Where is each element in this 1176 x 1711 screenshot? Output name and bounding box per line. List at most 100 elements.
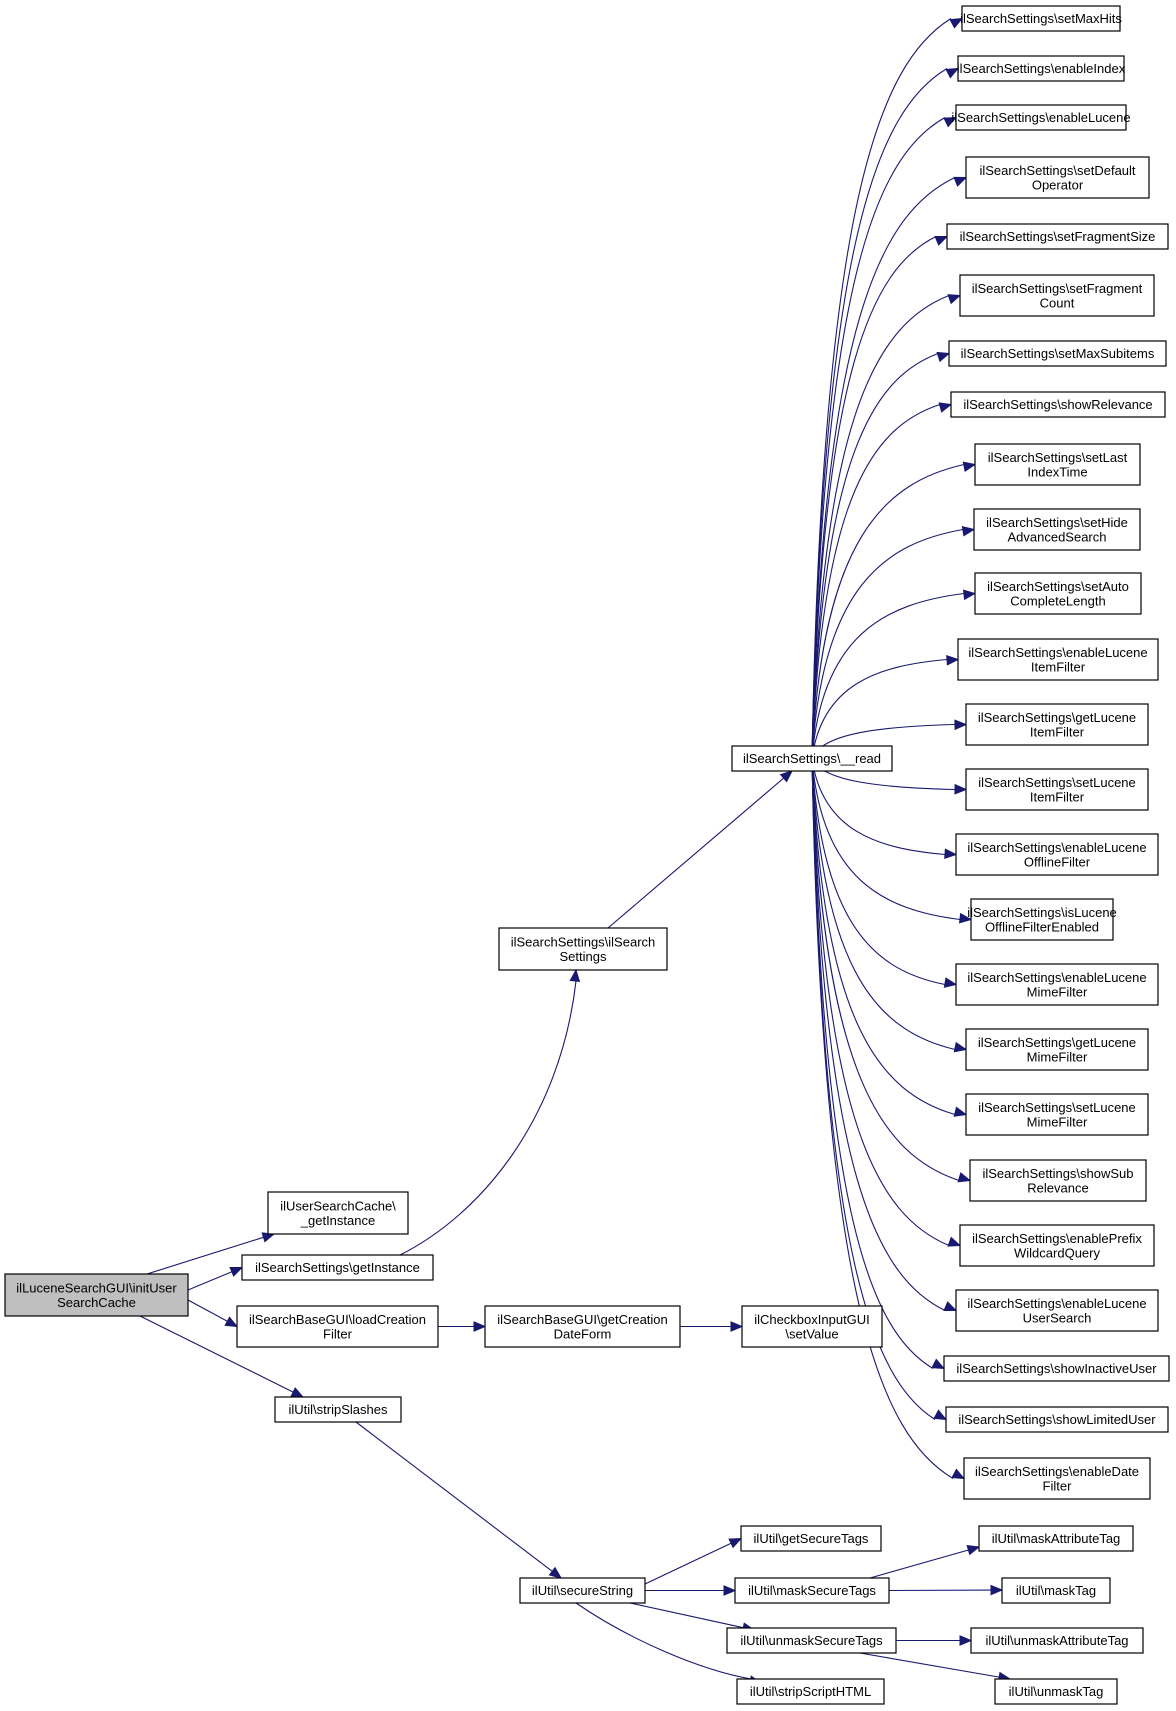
node-s21[interactable]: ilSearchSettings\enablePrefixWildcardQue…: [959, 1224, 1155, 1267]
node-s03-box: [955, 104, 1127, 131]
edge-util_strip-to-util_secure-arrowhead: [548, 1566, 563, 1579]
node-sbg_getCreation-label: DateForm: [554, 1326, 612, 1341]
node-s05[interactable]: ilSearchSettings\setFragmentSize: [946, 223, 1169, 250]
node-ss_ctor[interactable]: ilSearchSettings\ilSearchSettings: [498, 927, 668, 971]
node-root-label: SearchCache: [57, 1295, 136, 1310]
node-u_unmaskAttributeTag[interactable]: ilUtil\unmaskAttributeTag: [970, 1627, 1144, 1654]
node-s19-label: ilSearchSettings\setLucene: [978, 1100, 1136, 1115]
node-cb_setValue-label: ilCheckboxInputGUI: [754, 1312, 870, 1327]
edge-ss_read-to-s05-arrowhead: [934, 235, 949, 246]
node-s02[interactable]: ilSearchSettings\enableIndex: [957, 55, 1126, 82]
edge-ss_read-to-s03: [811, 117, 946, 759]
edge-root-to-sbg_loadCreation-arrowhead: [224, 1316, 239, 1328]
node-util_strip[interactable]: ilUtil\stripSlashes: [274, 1396, 402, 1423]
node-s13-box: [965, 703, 1149, 746]
edge-ss_read-to-s16: [811, 758, 961, 921]
edge-ss_read-to-s05: [811, 236, 937, 759]
node-s24[interactable]: ilSearchSettings\showLimitedUser: [945, 1406, 1169, 1433]
node-u_maskAttributeTag[interactable]: ilUtil\maskAttributeTag: [978, 1525, 1134, 1552]
node-s15[interactable]: ilSearchSettings\enableLuceneOfflineFilt…: [955, 833, 1159, 876]
edge-ss_read-to-s08: [811, 403, 941, 759]
edge-ss_read-to-s01: [811, 18, 952, 759]
node-u_getSecureTags-box: [740, 1525, 882, 1552]
node-ss_getInstance[interactable]: ilSearchSettings\getInstance: [241, 1254, 434, 1281]
node-s02-box: [957, 55, 1125, 82]
node-s12-label: ItemFilter: [1031, 659, 1086, 674]
node-s17-label: MimeFilter: [1027, 984, 1088, 999]
node-s01[interactable]: ilSearchSettings\setMaxHits: [960, 5, 1122, 32]
node-s16[interactable]: ilSearchSettings\isLuceneOfflineFilterEn…: [967, 898, 1117, 941]
edge-root-to-sbg_loadCreation: [187, 1299, 228, 1322]
node-util_secure-label: ilUtil\secureString: [532, 1583, 633, 1598]
edge-util_secure-to-u_unmaskSecureTags: [629, 1602, 744, 1629]
node-s07-label: ilSearchSettings\setMaxSubitems: [961, 346, 1155, 361]
edge-ss_read-to-s03-arrowhead: [943, 116, 958, 128]
node-s24-box: [945, 1406, 1169, 1433]
node-u_maskSecureTags-box: [734, 1577, 890, 1604]
node-cb_setValue[interactable]: ilCheckboxInputGUI\setValue: [741, 1305, 883, 1348]
node-u_getSecureTags[interactable]: ilUtil\getSecureTags: [740, 1525, 882, 1552]
node-s20-label: ilSearchSettings\showSub: [982, 1166, 1133, 1181]
node-s23[interactable]: ilSearchSettings\showInactiveUser: [943, 1355, 1170, 1382]
edge-ss_read-to-s21: [811, 758, 950, 1247]
node-s01-label: ilSearchSettings\setMaxHits: [960, 11, 1122, 26]
node-util_strip-label: ilUtil\stripSlashes: [289, 1402, 388, 1417]
node-s21-label: ilSearchSettings\enablePrefix: [972, 1231, 1142, 1246]
node-s03-label: ilSearchSettings\enableLucene: [951, 110, 1130, 125]
node-ss_ctor-label: Settings: [560, 949, 607, 964]
node-u_unmaskAttributeTag-box: [970, 1627, 1144, 1654]
node-ss_getInstance-label: ilSearchSettings\getInstance: [255, 1260, 420, 1275]
node-s07[interactable]: ilSearchSettings\setMaxSubitems: [948, 340, 1167, 367]
node-s16-label: ilSearchSettings\isLucene: [967, 905, 1117, 920]
node-u_unmaskSecureTags[interactable]: ilUtil\unmaskSecureTags: [726, 1627, 897, 1654]
node-u_maskTag-box: [1001, 1577, 1111, 1604]
node-util_secure[interactable]: ilUtil\secureString: [519, 1577, 646, 1604]
edge-ss_read-to-s14-arrowhead: [954, 783, 968, 795]
edge-root-to-ss_getInstance: [187, 1271, 233, 1291]
node-u_maskTag[interactable]: ilUtil\maskTag: [1001, 1577, 1111, 1604]
node-s06-box: [959, 274, 1155, 317]
node-s24-label: ilSearchSettings\showLimitedUser: [958, 1412, 1156, 1427]
edge-ss_read-to-s17: [811, 758, 946, 986]
edge-ss_read-to-s08-arrowhead: [938, 402, 953, 413]
node-u_stripScriptHTML[interactable]: ilUtil\stripScriptHTML: [736, 1678, 885, 1705]
edge-ss_read-to-s20-arrowhead: [957, 1172, 972, 1183]
node-s21-label: WildcardQuery: [1014, 1245, 1100, 1260]
edge-root-to-usc_getInstance: [146, 1236, 264, 1275]
node-s03[interactable]: ilSearchSettings\enableLucene: [951, 104, 1131, 131]
edge-ss_read-to-s18: [811, 758, 956, 1051]
edge-ss_read-to-s16-arrowhead: [958, 912, 973, 924]
edge-util_strip-to-util_secure: [355, 1421, 553, 1572]
edge-ss_read-to-s24-arrowhead: [933, 1409, 948, 1421]
node-s25-label: ilSearchSettings\enableDate: [975, 1464, 1139, 1479]
node-s13-label: ItemFilter: [1030, 724, 1085, 739]
call-edges: [139, 17, 1012, 1686]
node-s08[interactable]: ilSearchSettings\showRelevance: [950, 391, 1166, 418]
node-u_maskSecureTags[interactable]: ilUtil\maskSecureTags: [734, 1577, 890, 1604]
node-ss_getInstance-box: [241, 1254, 434, 1281]
node-s04-label: Operator: [1032, 177, 1084, 192]
edge-ss_read-to-s19: [811, 758, 956, 1116]
node-ss_read[interactable]: ilSearchSettings\__read: [731, 745, 893, 772]
node-usc_getInstance[interactable]: ilUserSearchCache\_getInstance: [267, 1191, 409, 1235]
edge-root-to-util_strip-arrowhead: [290, 1387, 305, 1398]
node-u_unmaskTag[interactable]: ilUtil\unmaskTag: [994, 1678, 1118, 1705]
node-s25-box: [963, 1457, 1151, 1500]
